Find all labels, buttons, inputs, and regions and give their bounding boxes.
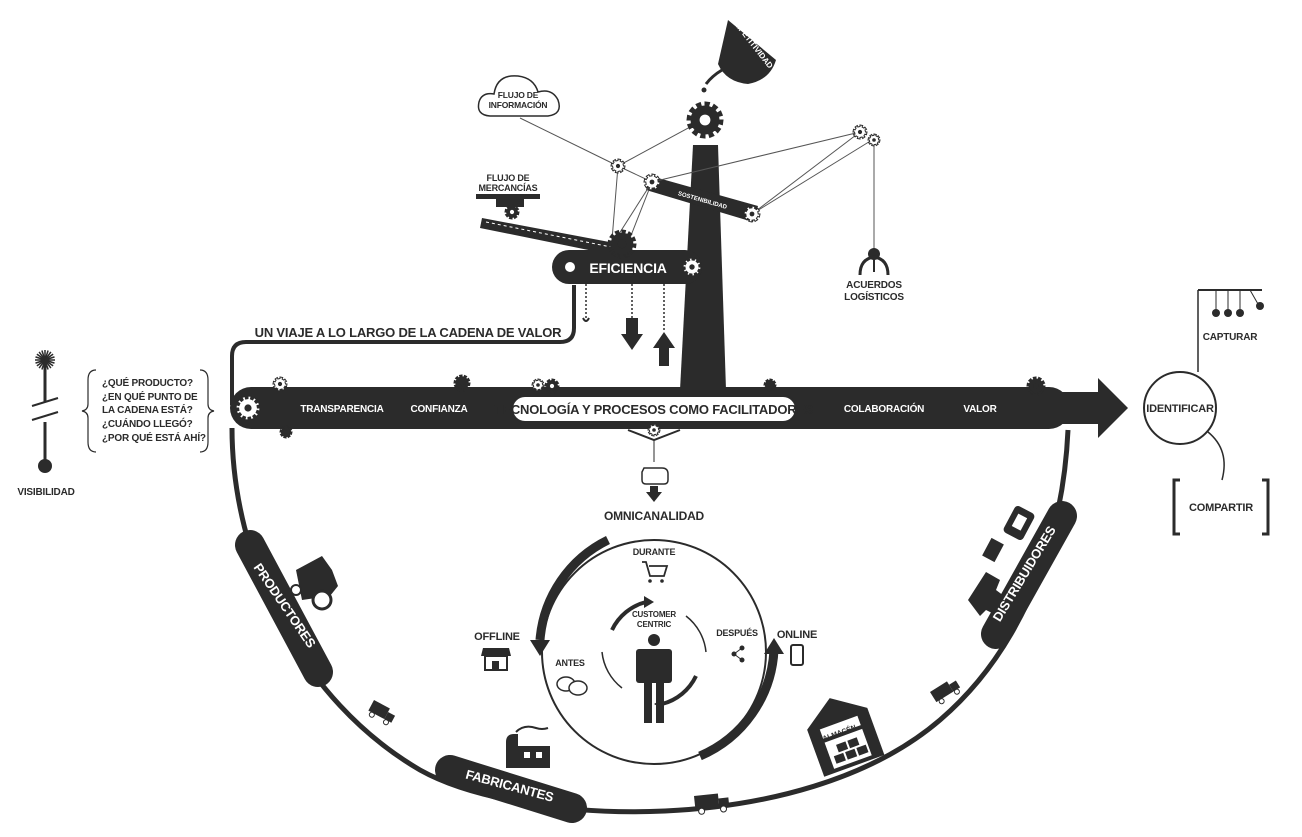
arrow-right-icon bbox=[1060, 378, 1128, 438]
journey-line bbox=[230, 285, 576, 405]
label-transparencia: TRANSPARENCIA bbox=[300, 404, 383, 415]
share-icon bbox=[731, 645, 745, 663]
cloud-icon bbox=[477, 75, 560, 117]
gear-icon bbox=[1026, 376, 1046, 396]
arc-online bbox=[698, 649, 779, 761]
question-2: ¿EN QUÉ PUNTO DE bbox=[102, 390, 198, 403]
gear-icon bbox=[272, 376, 288, 392]
question-5: ¿POR QUÉ ESTÁ AHÍ? bbox=[102, 431, 206, 444]
gear-icon bbox=[647, 423, 661, 437]
funnel-icon bbox=[701, 20, 776, 93]
conveyor-icon bbox=[476, 194, 620, 256]
distributor-icons bbox=[968, 506, 1035, 616]
gear-icon bbox=[279, 425, 293, 439]
label-customer-1: CUSTOMER bbox=[632, 610, 676, 619]
warehouse-icon bbox=[807, 698, 885, 777]
visibility-questions: ¿QUÉ PRODUCTO? ¿EN QUÉ PUNTO DE LA CADEN… bbox=[102, 376, 206, 444]
claw-icon bbox=[858, 248, 890, 276]
label-flujo-info-2: INFORMACIÓN bbox=[489, 99, 548, 110]
label-compartir: COMPARTIR bbox=[1189, 502, 1253, 514]
label-viaje: UN VIAJE A LO LARGO DE LA CADENA DE VALO… bbox=[255, 325, 563, 340]
label-antes: ANTES bbox=[555, 658, 585, 668]
gear-icon bbox=[743, 205, 761, 223]
gear-icon bbox=[531, 378, 545, 392]
arrow-up-icon bbox=[653, 332, 675, 366]
label-offline: OFFLINE bbox=[474, 631, 520, 643]
label-visibilidad: VISIBILIDAD bbox=[17, 487, 74, 498]
gear-icon bbox=[453, 374, 471, 392]
label-identificar: IDENTIFICAR bbox=[1146, 403, 1214, 415]
fabricantes-pill: FABRICANTES bbox=[435, 755, 587, 823]
gear-icon bbox=[763, 378, 777, 392]
label-customer-2: CENTRIC bbox=[637, 620, 672, 629]
label-flujo-merc-1: FLUJO DE bbox=[487, 173, 530, 183]
phone-icon bbox=[790, 644, 804, 666]
label-despues: DESPUÉS bbox=[716, 628, 758, 638]
visibilidad-lever bbox=[31, 358, 59, 473]
question-3: LA CADENA ESTÁ? bbox=[102, 403, 193, 416]
arc-offline bbox=[535, 535, 611, 641]
question-4: ¿CUÁNDO LLEGÓ? bbox=[102, 417, 193, 430]
chat-icon bbox=[556, 676, 588, 696]
eficiencia-pill bbox=[552, 250, 702, 284]
right-brace bbox=[199, 369, 215, 453]
label-eficiencia: EFICIENCIA bbox=[589, 260, 666, 276]
label-capturar: CAPTURAR bbox=[1203, 332, 1258, 343]
label-colaboracion: COLABORACIÓN bbox=[844, 402, 924, 415]
cart-icon bbox=[642, 561, 669, 583]
person-icon bbox=[636, 634, 672, 723]
label-acuerdos-1: ACUERDOS bbox=[846, 280, 902, 291]
truck-icon bbox=[368, 700, 396, 726]
label-online: ONLINE bbox=[777, 629, 817, 641]
facilitadores-pill bbox=[511, 395, 797, 423]
gear-icon bbox=[643, 173, 661, 191]
dandelion-icon bbox=[35, 350, 55, 370]
label-confianza: CONFIANZA bbox=[410, 404, 467, 415]
compartir-box bbox=[1172, 478, 1270, 536]
label-acuerdos-2: LOGÍSTICOS bbox=[844, 290, 904, 303]
gear-icon bbox=[852, 124, 868, 140]
question-1: ¿QUÉ PRODUCTO? bbox=[102, 376, 193, 389]
left-brace bbox=[81, 369, 97, 453]
efficiency-machine: FLUJO DE MERCANCÍAS EFICIENCIA SOSTENIBI… bbox=[476, 11, 905, 390]
truck-icon bbox=[694, 793, 730, 815]
gear-icon bbox=[607, 229, 637, 259]
identificar-circle bbox=[1143, 371, 1217, 445]
arrow-down-icon bbox=[621, 318, 643, 350]
label-flujo-info-1: FLUJO DE bbox=[498, 90, 539, 100]
newton-cradle-icon bbox=[1197, 289, 1264, 372]
gears bbox=[235, 101, 1046, 439]
gear-icon bbox=[544, 378, 560, 394]
gear-icon bbox=[867, 133, 881, 147]
pointing-hand-icon bbox=[627, 429, 681, 502]
label-valor: VALOR bbox=[963, 404, 997, 415]
factory-icon bbox=[506, 725, 550, 768]
label-facilitadores: TECNOLOGÍA Y PROCESOS COMO FACILITADORES bbox=[495, 402, 814, 417]
gear-icon bbox=[610, 158, 626, 174]
tractor-icon bbox=[290, 556, 338, 611]
store-icon bbox=[481, 648, 511, 671]
truck-icon bbox=[930, 680, 961, 705]
label-durante: DURANTE bbox=[633, 547, 676, 557]
distribuidores-pill: DISTRIBUIDORES bbox=[981, 501, 1077, 649]
label-omni: OMNICANALIDAD bbox=[604, 509, 705, 523]
gear-icon bbox=[504, 204, 520, 220]
label-flujo-merc-2: MERCANCÍAS bbox=[478, 183, 537, 193]
gear-icon bbox=[682, 257, 702, 277]
gear-icon bbox=[686, 101, 724, 139]
gear-icon bbox=[235, 395, 261, 421]
arm bbox=[646, 176, 758, 222]
